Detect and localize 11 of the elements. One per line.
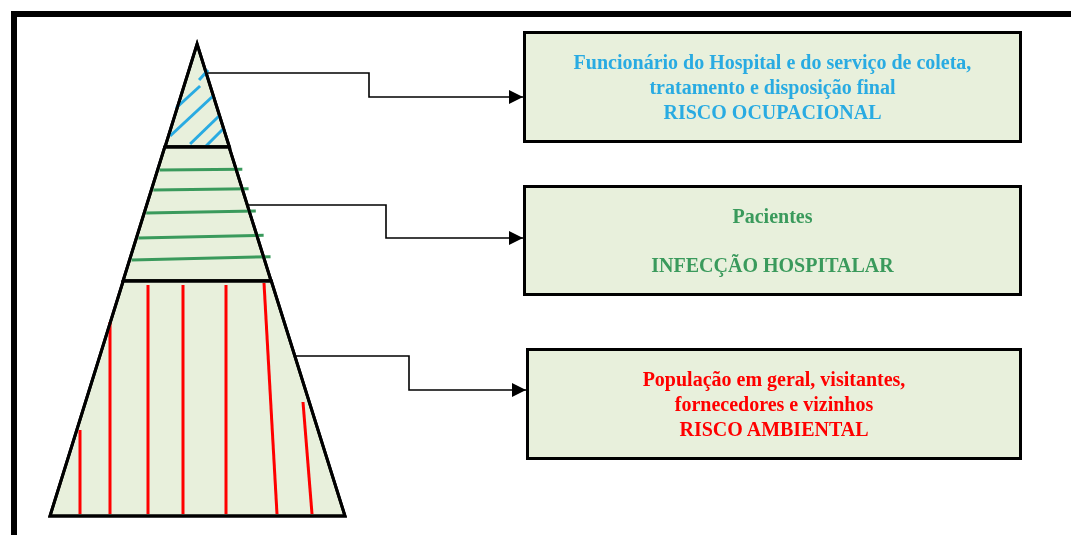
text-box (526, 348, 1022, 460)
connector-arrow (294, 355, 527, 397)
connector-arrow (205, 72, 524, 104)
text-box (523, 185, 1022, 296)
risk-label: INFECÇÃO HOSPITALAR (651, 252, 894, 278)
risk-label: RISCO OCUPACIONAL (663, 99, 882, 125)
box-text: Pacientes (732, 203, 813, 229)
risk-label: RISCO AMBIENTAL (679, 416, 869, 442)
box-text: População em geral, visitantes, fornecedores e vizinhos (641, 366, 907, 417)
box-text: Funcionário do Hospital e do serviço de coleta, tratamento e disposição final (572, 49, 973, 100)
text-box (523, 31, 1022, 143)
